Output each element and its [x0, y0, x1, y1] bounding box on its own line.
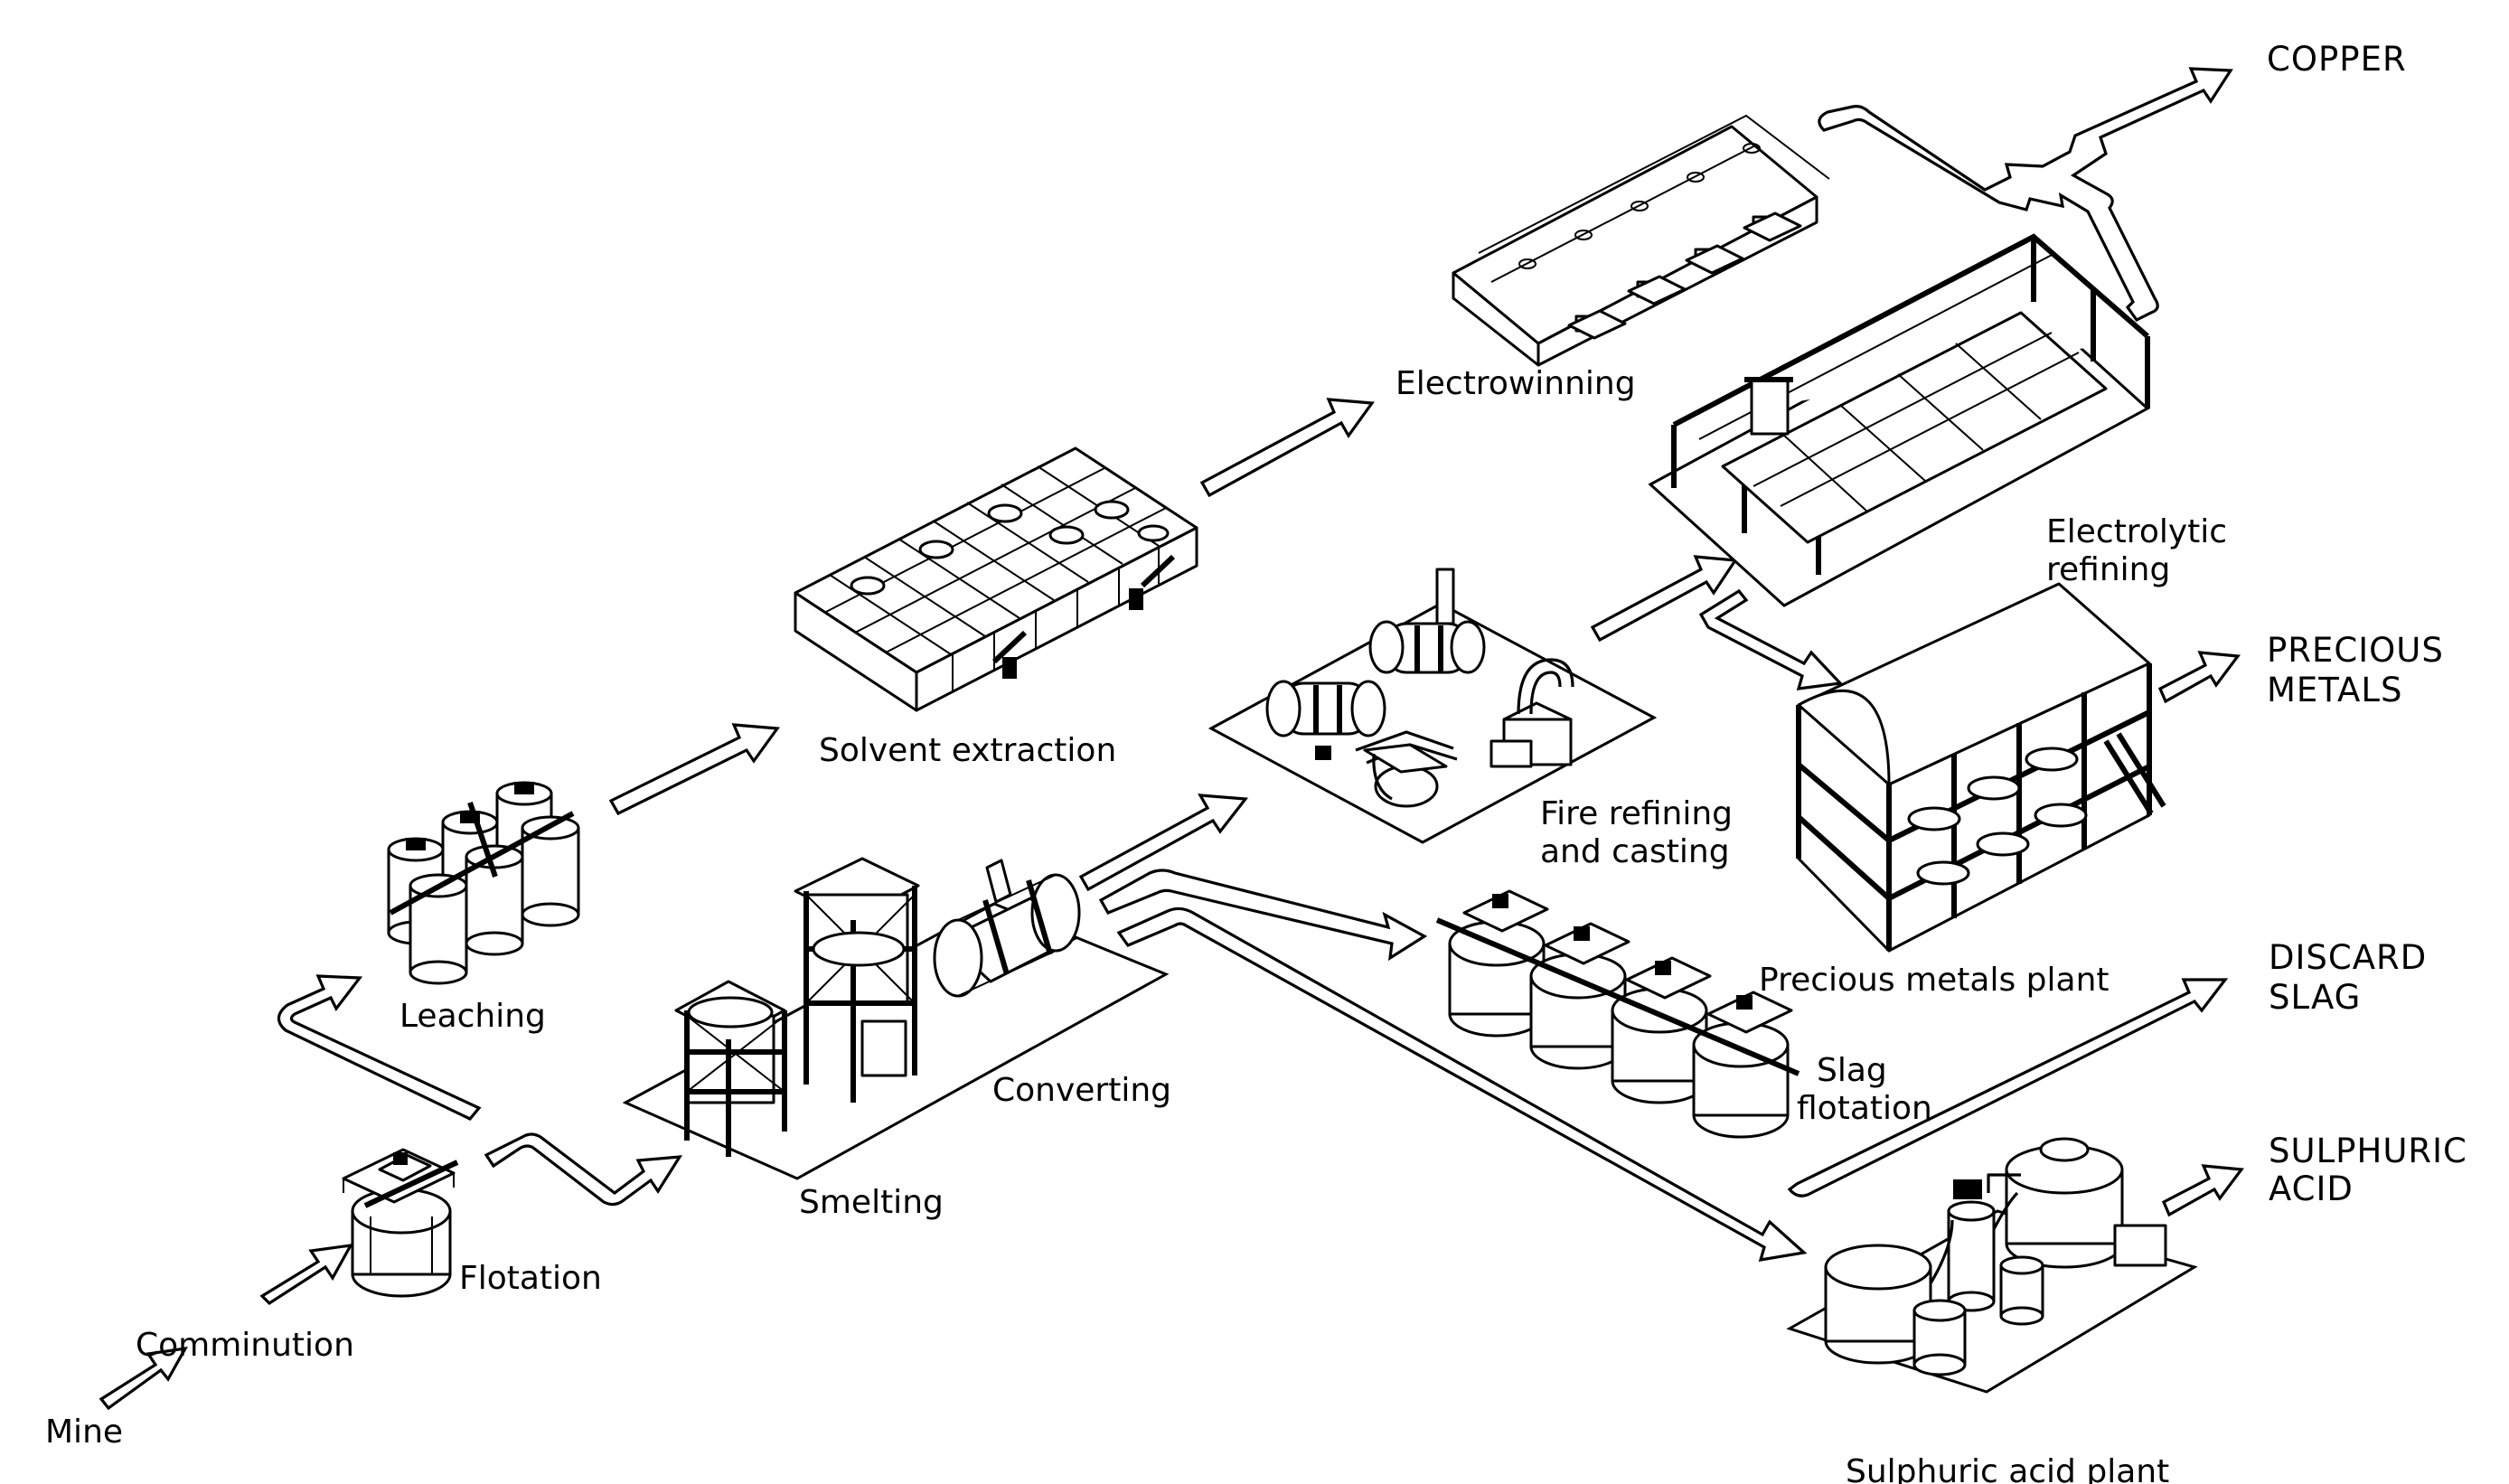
- slag-flotation-illustration: [1435, 889, 1800, 1139]
- output-precious-metals-line1: PRECIOUS: [2267, 631, 2444, 670]
- arrow-flotation-to-leaching: [277, 974, 482, 1121]
- output-copper: COPPER: [2267, 40, 2407, 79]
- arrow-leaching-to-solvent-extraction: [608, 723, 780, 816]
- electrowinning-tankhouse-illustration: [1452, 114, 1830, 367]
- output-precious-metals-line2: METALS: [2267, 671, 2402, 709]
- label-converting: Converting: [992, 1072, 1171, 1109]
- label-smelting: Smelting: [799, 1184, 944, 1221]
- label-slag-flotation-line2: flotation: [1797, 1090, 1932, 1127]
- label-precious-metals-plant: Precious metals plant: [1759, 962, 2110, 999]
- label-slag-flotation-line1: Slag: [1817, 1052, 1887, 1089]
- arrow-to-sulphuric-acid-output: [2161, 1164, 2244, 1217]
- precious-metals-plant-illustration: [1796, 582, 2166, 953]
- arrow-to-copper-output: [1818, 67, 2233, 323]
- flotation-cell-illustration: [342, 1148, 459, 1298]
- label-electrolytic-refining-line2: refining: [2046, 551, 2170, 588]
- label-sulphuric-acid-plant: Sulphuric acid plant: [1846, 1453, 2169, 1484]
- arrow-converting-to-slag-flotation: [1098, 869, 1428, 962]
- arrow-comminution-to-flotation: [259, 1243, 353, 1306]
- output-discard-slag-line1: DISCARD: [2269, 938, 2427, 977]
- leaching-tanks-illustration: [387, 781, 580, 985]
- arrow-slag-flotation-to-discard-slag: [1787, 978, 2229, 1198]
- label-mine: Mine: [45, 1414, 123, 1451]
- solvent-extraction-illustration: [794, 446, 1198, 712]
- label-electrowinning: Electrowinning: [1395, 365, 1636, 402]
- arrow-mine-to-comminution: [99, 1346, 188, 1411]
- arrow-flotation-to-smelting: [484, 1132, 683, 1207]
- output-sulphuric-acid-line2: ACID: [2269, 1169, 2354, 1208]
- output-discard-slag-line2: SLAG: [2269, 978, 2361, 1017]
- sulphuric-acid-plant-illustration: [1786, 1137, 2198, 1394]
- label-electrolytic-refining-line1: Electrolytic: [2046, 513, 2227, 550]
- label-leaching: Leaching: [399, 998, 546, 1035]
- arrow-converting-to-sulphuric-acid-plant: [1116, 906, 1808, 1262]
- label-flotation: Flotation: [459, 1260, 602, 1297]
- output-sulphuric-acid-line1: SULPHURIC: [2269, 1132, 2467, 1170]
- label-solvent-extraction: Solvent extraction: [819, 732, 1116, 769]
- label-comminution: Comminution: [136, 1327, 354, 1364]
- arrow-to-precious-metals-output: [2157, 651, 2241, 704]
- arrow-fire-refining-to-electrolytic-refining: [1590, 555, 1738, 643]
- electrolytic-refining-illustration: [1648, 233, 2150, 607]
- arrow-electrolytic-to-precious-metals: [1698, 588, 1844, 690]
- arrow-solvent-extraction-to-electrowinning: [1199, 398, 1375, 498]
- output-labels: COPPER PRECIOUS METALS DISCARD SLAG SULP…: [2267, 40, 2467, 1208]
- stage-labels: Mine Comminution Flotation Leaching Smel…: [45, 365, 2227, 1484]
- label-fire-refining-line1: Fire refining: [1540, 795, 1733, 832]
- label-fire-refining-line2: and casting: [1540, 833, 1730, 870]
- fire-refining-casting-illustration: [1208, 568, 1658, 844]
- flow-arrows: [99, 67, 2244, 1411]
- arrow-converting-to-fire-refining: [1078, 794, 1249, 892]
- smelting-converting-illustration: [622, 857, 1170, 1180]
